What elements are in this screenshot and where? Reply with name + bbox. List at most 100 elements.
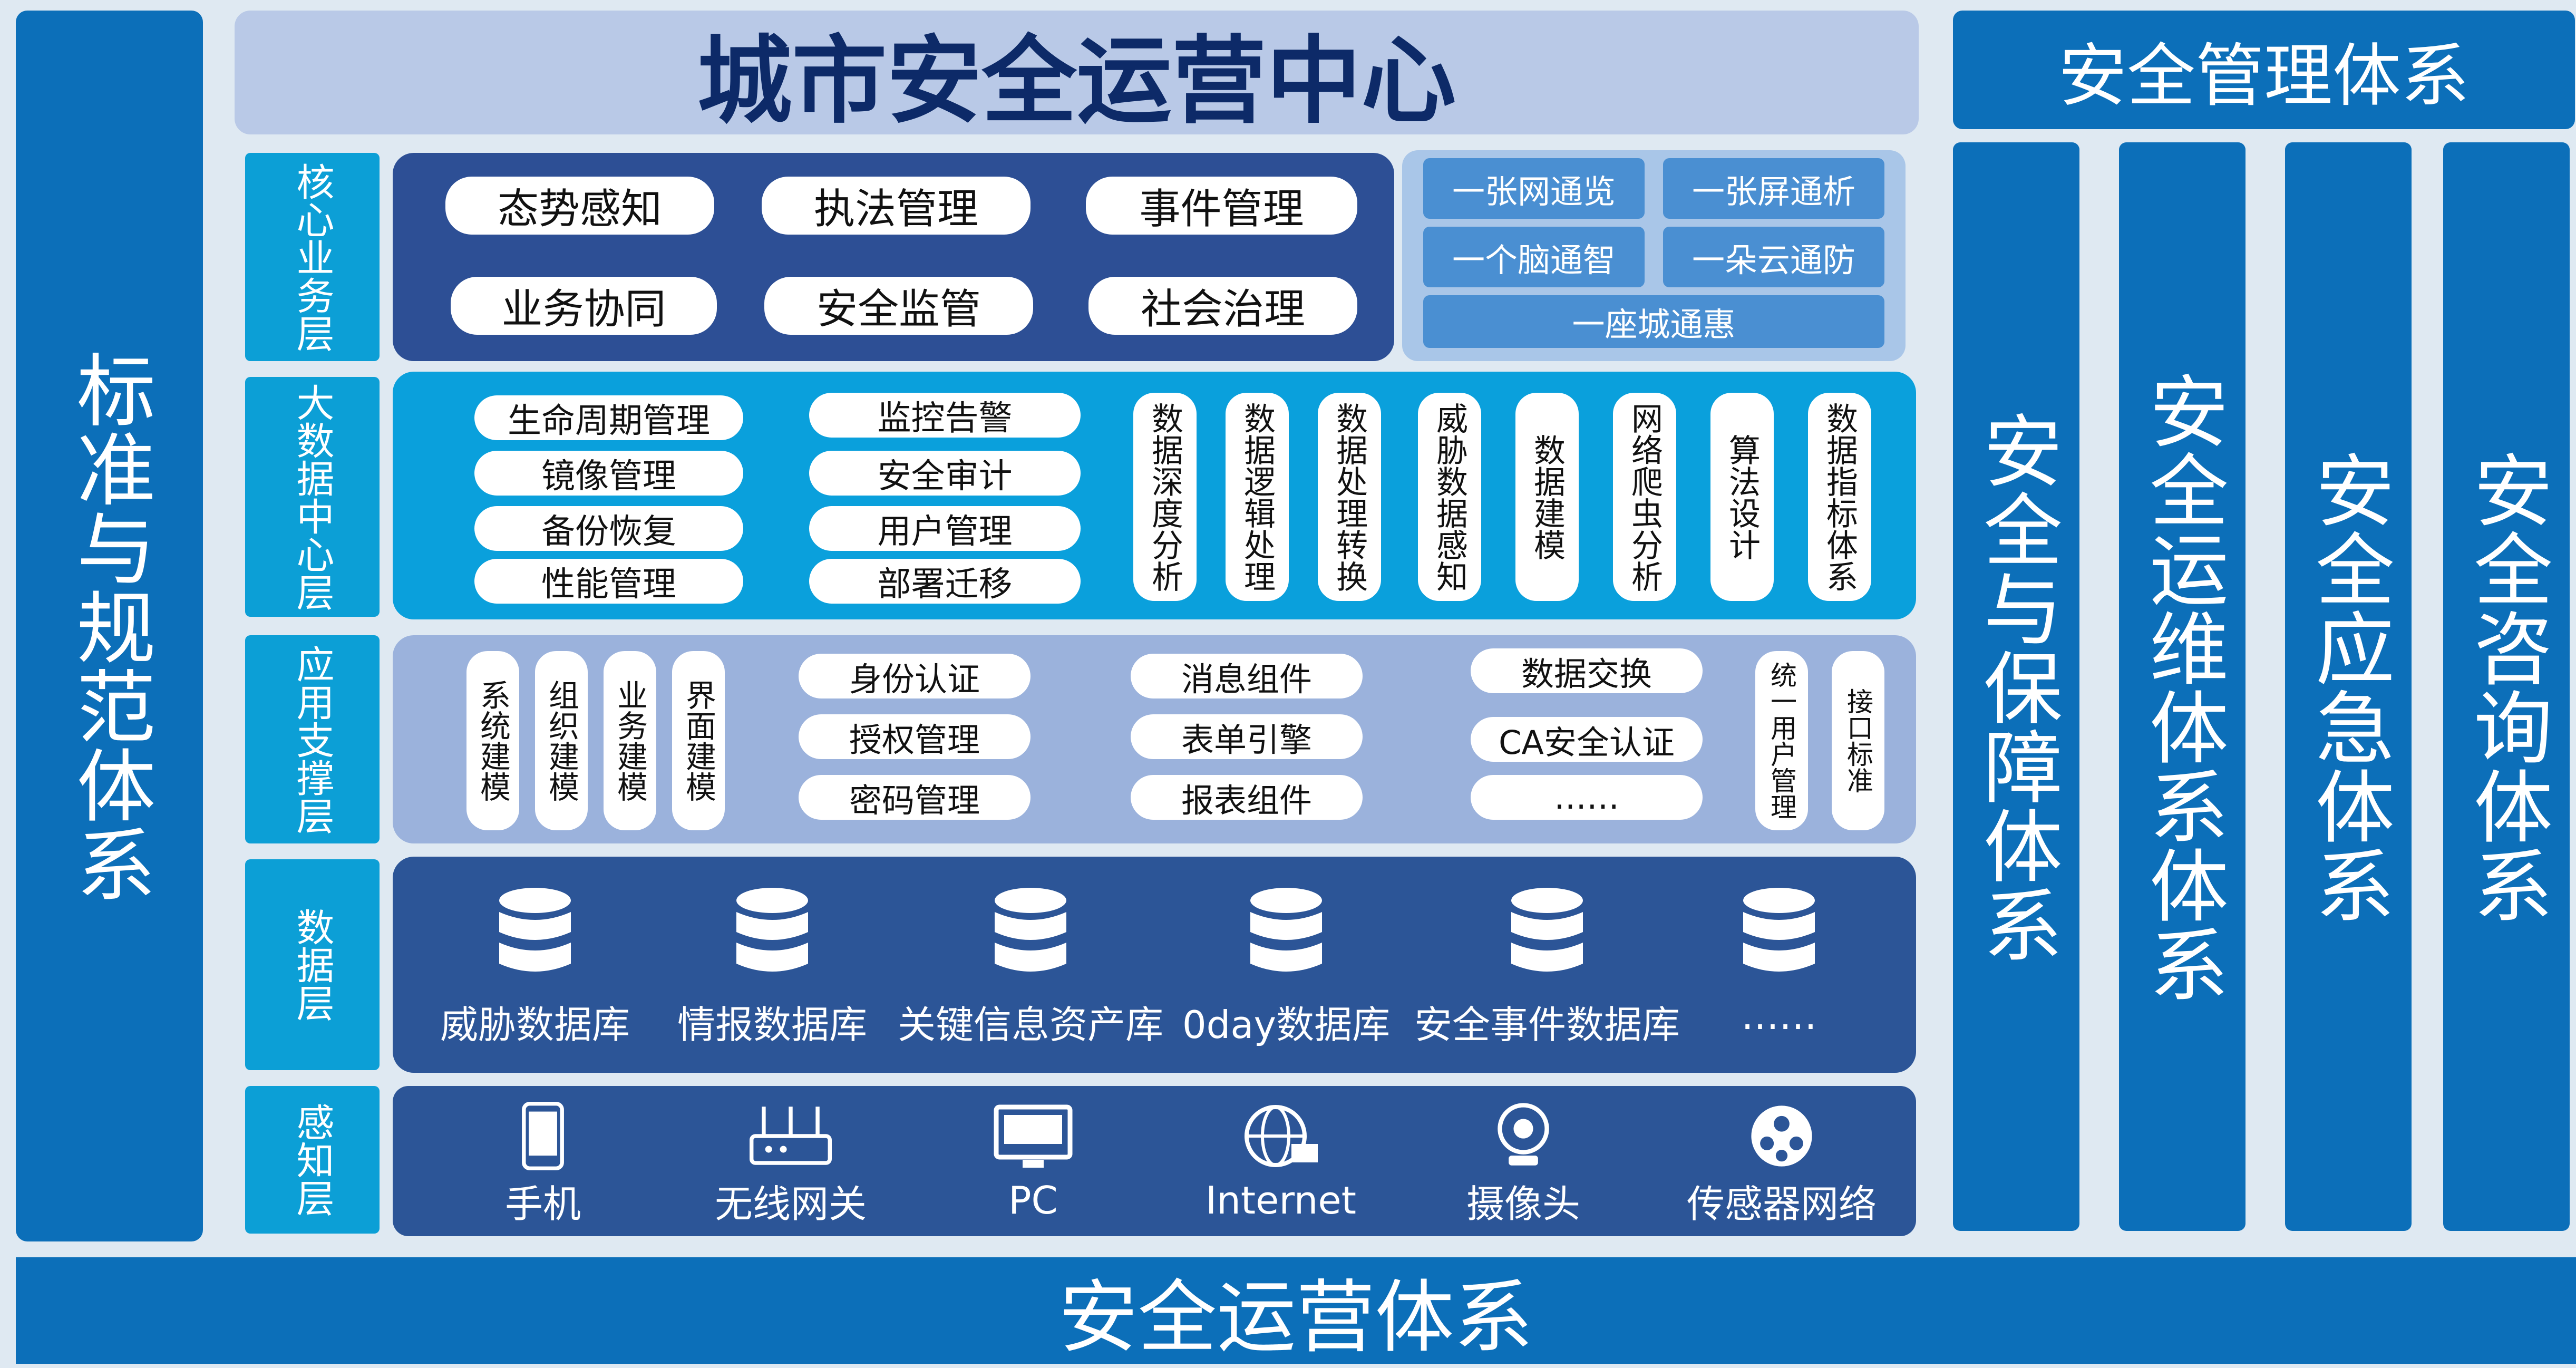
left-bar-standards: 标准与规范体系 (16, 11, 203, 1241)
bigdata-item-label: 部署迁移 (877, 565, 1013, 604)
left-bar-label: 标准与规范体系 (63, 349, 155, 903)
core-right-item: 一朵云通防 (1663, 227, 1884, 287)
right-column-3-label: 安全应急体系 (2302, 449, 2394, 924)
bigdata-vertical-item: 数据指标体系 (1808, 393, 1871, 601)
right-header: 安全管理体系 (1953, 11, 2575, 129)
core-item: 社会治理 (1088, 277, 1357, 335)
sense-label: 摄像头 (1466, 1182, 1580, 1226)
app-item-label: 消息组件 (1181, 659, 1312, 698)
core-right-item: 一个脑通智 (1423, 227, 1645, 287)
bigdata-vertical-item: 威胁数据感知 (1418, 393, 1481, 601)
bigdata-item: 部署迁移 (809, 559, 1081, 604)
app-item: 授权管理 (799, 714, 1031, 759)
bigdata-item: 性能管理 (474, 559, 743, 604)
core-item-label: 业务协同 (501, 286, 666, 333)
bigdata-item: 镜像管理 (474, 451, 743, 496)
layer-label-app-text: 应用支撑层 (290, 644, 334, 835)
app-vertical-label: 业务建模 (612, 680, 648, 802)
core-right-item: 一座城通惠 (1423, 295, 1884, 348)
layer-label-data: 数据层 (245, 859, 380, 1070)
monitor-icon (994, 1104, 1073, 1168)
app-item-label: CA安全认证 (1499, 723, 1675, 762)
app-item-label: 身份认证 (849, 659, 980, 698)
core-right-item-label: 一张屏通析 (1692, 172, 1855, 211)
sense-item: Internet (1197, 1102, 1365, 1228)
core-right-item: 一张屏通析 (1663, 158, 1884, 219)
right-column-4: 安全咨询体系 (2443, 142, 2570, 1231)
right-column-3: 安全应急体系 (2285, 142, 2412, 1231)
bigdata-vertical-item: 数据深度分析 (1133, 393, 1197, 601)
bigdata-item-label: 备份恢复 (541, 512, 676, 551)
database-icon (995, 888, 1066, 972)
bigdata-vertical-label: 网络爬虫分析 (1626, 402, 1663, 592)
bigdata-item-label: 用户管理 (877, 512, 1013, 551)
app-item-label: 授权管理 (849, 720, 980, 759)
core-item: 业务协同 (451, 277, 717, 335)
core-item: 事件管理 (1086, 177, 1357, 235)
app-vertical-item: 接口标准 (1832, 651, 1884, 830)
database-icon (1511, 888, 1583, 972)
bigdata-item: 监控告警 (809, 393, 1081, 438)
sensor-network-icon (1751, 1105, 1812, 1167)
bigdata-vertical-item: 数据处理转换 (1318, 393, 1381, 601)
sense-item: 传感器网络 (1676, 1102, 1887, 1228)
core-right-item-label: 一个脑通智 (1452, 240, 1616, 279)
app-item-label: 数据交换 (1521, 654, 1652, 693)
app-vertical-item: 系统建模 (466, 651, 519, 830)
app-vertical-label: 系统建模 (475, 680, 511, 802)
sense-panel (393, 1086, 1916, 1236)
app-vertical-item: 统一用户管理 (1755, 651, 1808, 830)
right-column-1: 安全与保障体系 (1953, 142, 2079, 1231)
app-vertical-label: 接口标准 (1843, 688, 1873, 793)
right-column-1-label: 安全与保障体系 (1970, 410, 2062, 964)
core-right-item: 一张网通览 (1423, 158, 1645, 219)
router-icon (750, 1107, 832, 1165)
phone-icon (522, 1102, 564, 1170)
core-right-item-label: 一张网通览 (1452, 172, 1616, 211)
sense-label: 传感器网络 (1686, 1182, 1877, 1226)
camera-icon (1498, 1103, 1549, 1166)
database-item: 关键信息资产库 (883, 886, 1178, 1060)
layer-label-core: 核心业务层 (245, 153, 380, 361)
bigdata-item-label: 生命周期管理 (508, 401, 710, 441)
app-item-label: 表单引擎 (1181, 720, 1312, 759)
bigdata-item-label: 监控告警 (877, 399, 1013, 438)
app-item: …… (1471, 775, 1703, 820)
database-item: 威胁数据库 (430, 886, 640, 1060)
app-item: CA安全认证 (1471, 717, 1703, 762)
globe-icon (1245, 1105, 1318, 1167)
core-item-label: 态势感知 (497, 186, 662, 233)
database-label: 关键信息资产库 (897, 1003, 1163, 1047)
database-item: 安全事件数据库 (1405, 886, 1689, 1060)
app-vertical-label: 界面建模 (681, 680, 716, 802)
app-item-label: 报表组件 (1181, 781, 1312, 820)
app-vertical-item: 组织建模 (535, 651, 588, 830)
database-item: 0day数据库 (1178, 886, 1394, 1060)
database-icon (1250, 888, 1322, 972)
page-title-text: 城市安全运营中心 (697, 26, 1456, 137)
sense-label: 手机 (504, 1182, 581, 1226)
app-item-label: …… (1554, 778, 1619, 817)
bigdata-item-label: 安全审计 (877, 457, 1013, 496)
database-label: 威胁数据库 (440, 1003, 630, 1047)
page-title: 城市安全运营中心 (235, 11, 1919, 137)
app-vertical-item: 界面建模 (672, 651, 725, 830)
app-item: 报表组件 (1131, 775, 1363, 820)
layer-label-core-text: 核心业务层 (290, 162, 334, 352)
bigdata-vertical-item: 网络爬虫分析 (1613, 393, 1676, 601)
bigdata-vertical-item: 算法设计 (1710, 393, 1774, 601)
bigdata-vertical-item: 数据建模 (1515, 393, 1579, 601)
bigdata-vertical-label: 威胁数据感知 (1431, 402, 1468, 592)
bigdata-item: 生命周期管理 (474, 395, 743, 441)
app-item: 身份认证 (799, 654, 1031, 698)
right-column-2: 安全运维体系体系 (2119, 142, 2246, 1231)
database-label: …… (1741, 994, 1817, 1038)
bigdata-item-label: 镜像管理 (541, 457, 676, 496)
core-item: 执法管理 (762, 177, 1031, 235)
database-label: 安全事件数据库 (1414, 1003, 1680, 1047)
bigdata-vertical-label: 数据指标体系 (1821, 402, 1858, 592)
bottom-bar-label: 安全运营体系 (1058, 1272, 1533, 1364)
bigdata-vertical-item: 数据逻辑处理 (1226, 393, 1289, 601)
layer-label-data-text: 数据层 (290, 908, 334, 1022)
app-vertical-label: 统一用户管理 (1766, 662, 1797, 820)
